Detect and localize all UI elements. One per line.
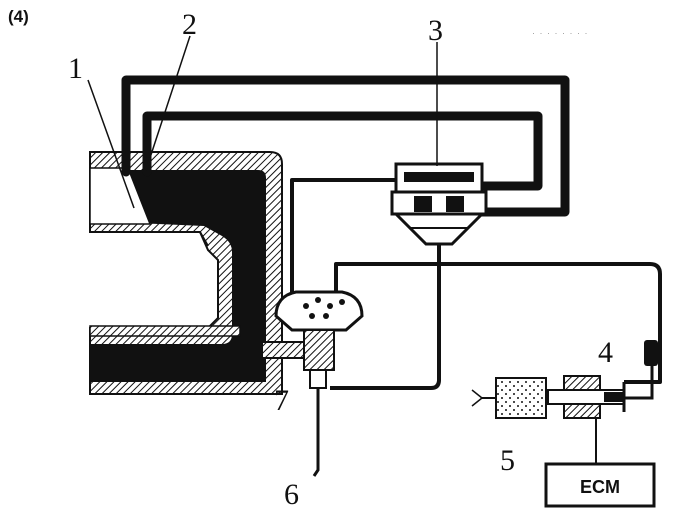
label-5: 5 xyxy=(500,444,515,477)
solenoid-4 xyxy=(547,340,658,419)
ecm-label: ECM xyxy=(580,477,620,497)
label-2: 2 xyxy=(182,8,197,41)
ecm: ECM xyxy=(544,418,656,508)
label-6: 6 xyxy=(284,478,299,511)
filter-5 xyxy=(471,377,547,419)
faint-text: · · · · · · · · xyxy=(532,28,588,38)
label-3: 3 xyxy=(428,14,443,47)
thin-pipes xyxy=(290,178,662,390)
label-4: 4 xyxy=(598,336,613,369)
figure-id: (4) xyxy=(8,7,29,26)
intake-manifold xyxy=(89,151,283,395)
leader-lines xyxy=(87,35,438,209)
label-1: 1 xyxy=(68,52,83,85)
label-7: 7 xyxy=(274,384,289,417)
egr-valve-7 xyxy=(261,290,364,477)
ecm-box xyxy=(544,462,656,508)
vsv-valve-3 xyxy=(390,162,488,246)
vacuum-hoses xyxy=(121,75,570,217)
